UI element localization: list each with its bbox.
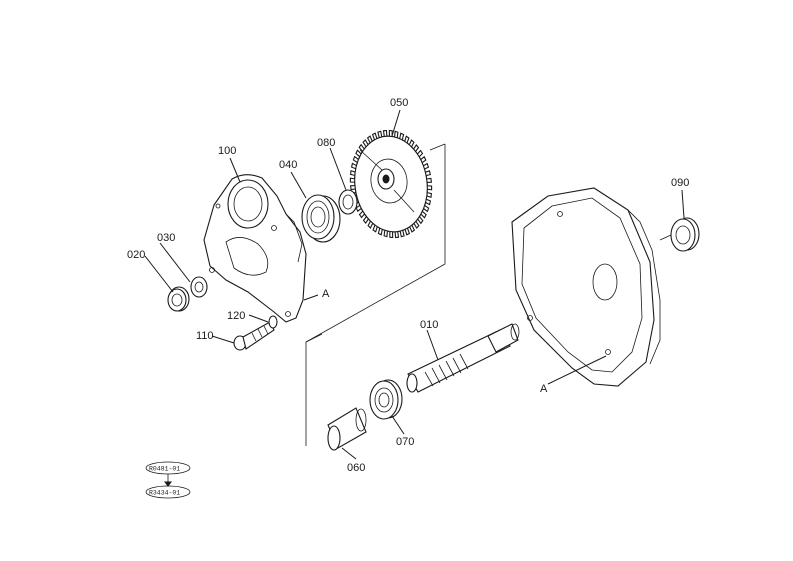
label-040: 040: [279, 159, 297, 171]
bearing-070: [369, 379, 403, 420]
housing: [511, 187, 661, 387]
shaft-010: [406, 323, 520, 393]
label-010: 010: [420, 319, 438, 331]
bearing-090: [659, 217, 700, 252]
bearing-040: [301, 194, 341, 243]
label-120: 120: [227, 310, 245, 322]
washer-080: [338, 189, 358, 215]
washer-120: [268, 315, 278, 329]
label-070: 070: [396, 436, 414, 448]
part-labels: 050 100 040 080 030 020 090 010 120 110 …: [127, 97, 689, 474]
label-100: 100: [218, 145, 236, 157]
ref-code-2: R3434-01: [149, 490, 180, 497]
gear-050: [349, 129, 433, 239]
label-020: 020: [127, 249, 145, 261]
marker-a-lower: A: [540, 383, 548, 395]
plate-100: [203, 174, 307, 323]
bolt-110: [233, 321, 275, 351]
label-090: 090: [671, 177, 689, 189]
washer-030: [190, 276, 208, 298]
label-050: 050: [390, 97, 408, 109]
leader-lines: [144, 109, 685, 460]
label-080: 080: [317, 137, 335, 149]
reference-codes: R0481-01 R3434-01: [145, 461, 191, 499]
bushing-060: [327, 407, 367, 451]
label-060: 060: [347, 462, 365, 474]
seal-020: [167, 286, 190, 312]
marker-a-upper: A: [322, 288, 330, 300]
ref-code-1: R0481-01: [149, 466, 180, 473]
label-110: 110: [196, 330, 214, 342]
label-030: 030: [157, 232, 175, 244]
alignment-frame: [305, 143, 446, 446]
